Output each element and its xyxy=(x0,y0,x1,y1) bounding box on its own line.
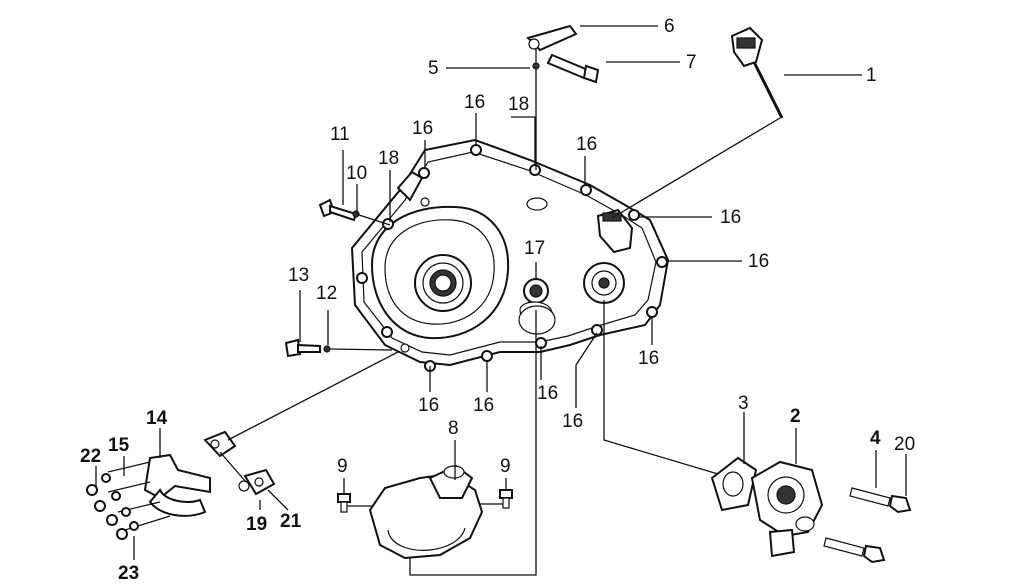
label-16g: 16 xyxy=(418,395,439,416)
label-16a: 16 xyxy=(464,92,485,113)
label-16b: 16 xyxy=(412,118,433,139)
label-1: 1 xyxy=(866,65,877,86)
label-21: 21 xyxy=(280,511,302,532)
dipstick xyxy=(611,26,784,219)
washer xyxy=(532,62,540,70)
gasket xyxy=(710,456,758,512)
label-16c: 16 xyxy=(576,134,597,155)
bolt-13 xyxy=(284,338,393,358)
bolt-bosses xyxy=(356,144,668,372)
label-15: 15 xyxy=(108,435,130,456)
label-5: 5 xyxy=(428,58,439,79)
pump-studs xyxy=(823,487,912,564)
label-20: 20 xyxy=(894,434,915,455)
pump-port xyxy=(583,262,625,304)
label-8: 8 xyxy=(448,418,459,439)
label-9a: 9 xyxy=(337,456,348,477)
crankcase-cover xyxy=(350,138,670,367)
label-7: 7 xyxy=(686,52,697,73)
label-16e: 16 xyxy=(748,251,769,272)
label-12: 12 xyxy=(316,283,337,304)
coolant-pipe xyxy=(143,351,399,517)
leader-lines xyxy=(95,25,907,560)
label-10: 10 xyxy=(346,163,367,184)
label-3: 3 xyxy=(738,393,749,414)
callout-labels: 1 2 3 4 5 6 7 8 9 9 10 11 12 13 14 15 16… xyxy=(80,16,915,584)
lever-bolt xyxy=(546,53,600,84)
water-pump xyxy=(750,460,824,558)
label-16d: 16 xyxy=(720,207,741,228)
label-6: 6 xyxy=(664,16,675,37)
label-2: 2 xyxy=(790,406,801,427)
label-16h: 16 xyxy=(473,395,494,416)
label-16i: 16 xyxy=(537,383,558,404)
label-9b: 9 xyxy=(500,456,511,477)
studs-and-nuts xyxy=(86,461,171,540)
label-11: 11 xyxy=(330,124,350,145)
label-16j: 16 xyxy=(562,411,583,432)
bolt-11 xyxy=(318,198,391,226)
label-4: 4 xyxy=(870,428,881,449)
label-17: 17 xyxy=(524,238,545,259)
label-19: 19 xyxy=(246,514,267,535)
label-18a: 18 xyxy=(508,94,529,115)
label-23: 23 xyxy=(118,563,139,584)
label-16f: 16 xyxy=(638,348,659,369)
center-hub xyxy=(414,254,472,312)
water-pump-cover xyxy=(346,464,504,560)
label-22: 22 xyxy=(80,446,101,467)
pump-bolt-right xyxy=(499,489,513,509)
pump-bolt-left xyxy=(337,493,351,513)
oil-seal xyxy=(523,278,549,304)
label-14: 14 xyxy=(146,408,168,429)
label-18b: 18 xyxy=(378,148,399,169)
label-13: 13 xyxy=(288,265,309,286)
